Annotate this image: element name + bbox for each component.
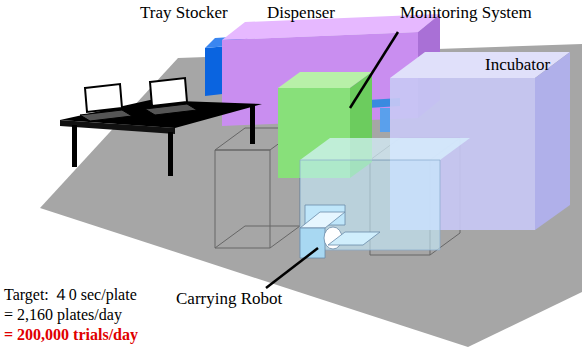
target-note: = 2,160 plates/day (4, 306, 122, 324)
target-note: = 200,000 trials/day (4, 326, 138, 344)
part-label: Tray Stocker (140, 4, 228, 23)
part-label: Carrying Robot (176, 290, 282, 309)
part-label: Dispenser (267, 4, 335, 23)
part-label: Incubator (485, 56, 550, 75)
target-note: Target: ４0 sec/plate (4, 286, 137, 304)
leader-line (350, 32, 398, 108)
part-label: Monitoring System (400, 4, 532, 23)
leader-line (266, 248, 318, 288)
